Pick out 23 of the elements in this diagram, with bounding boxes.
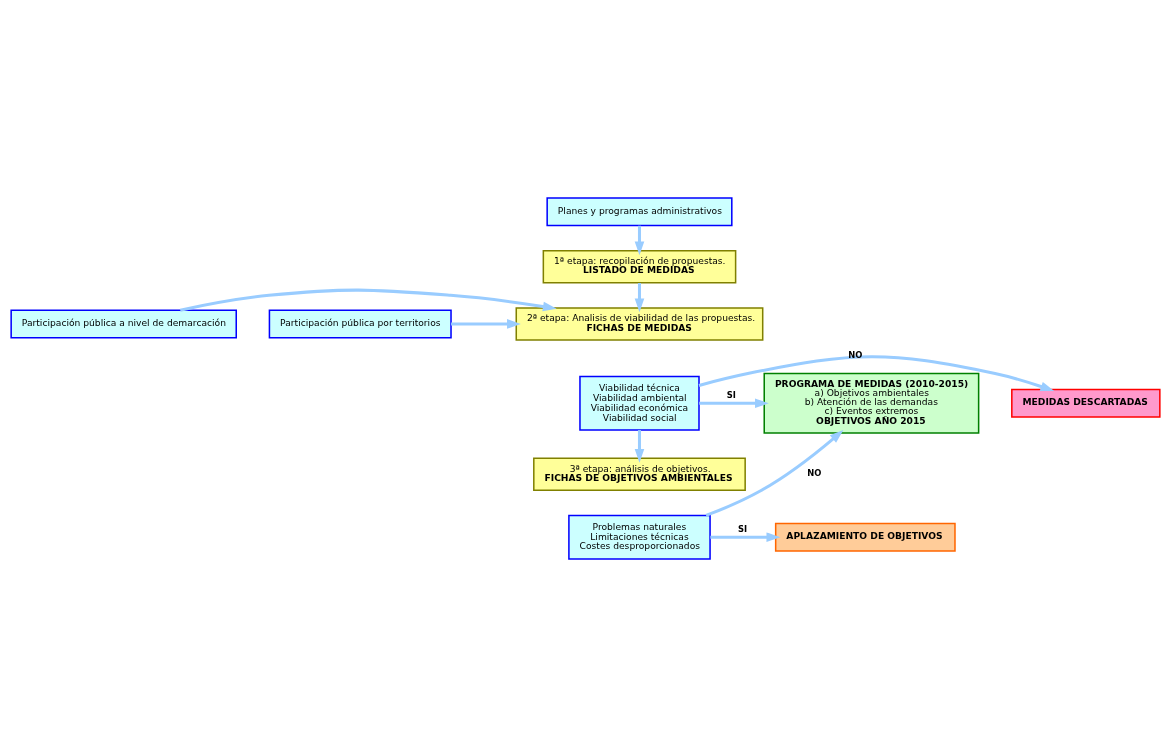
arrow: [705, 429, 844, 517]
arrow: [451, 318, 521, 329]
arrow: [710, 531, 781, 542]
arrow: [634, 282, 645, 312]
edge-label: NO: [848, 349, 863, 360]
node-box: APLAZAMIENTO DE OBJETIVOS: [774, 522, 956, 552]
arrow: [699, 398, 769, 408]
arrow: [698, 354, 1055, 391]
node-box: 1ª etapa: recopilación de propuestas. LISTADO DE MEDIDAS: [542, 249, 737, 283]
arrow: [179, 288, 557, 312]
edge-label: SI: [737, 523, 748, 534]
node-box: Planes y programas administrativos: [546, 196, 733, 226]
node-box: Participación pública por territorios: [268, 308, 452, 338]
node-box: 2ª etapa: Analisis de viabilidad de las propuestas. FICHAS DE MEDIDAS: [515, 306, 764, 341]
node-box: Problemas naturales Limitaciones técnicas Costes desproporcionados: [568, 514, 711, 560]
edge-label: NO: [807, 467, 822, 478]
node-box: 3ª etapa: análisis de objetivos. FICHAS DE OBJETIVOS AMBIENTALES: [533, 456, 746, 491]
edge-label: SI: [726, 389, 736, 400]
node-box: Participación pública a nivel de demarcación: [10, 308, 237, 338]
node-box: Viabilidad técnica Viabilidad ambiental Viabilidad económica Viabilidad social: [579, 375, 700, 431]
node-box: PROGRAMA DE MEDIDAS (2010-2015) a) Objetivos ambientales b) Atención de las demandas c) Eventos extremos OBJETIVOS AÑO 2015: [763, 372, 980, 434]
node-box: MEDIDAS DESCARTADAS: [1011, 388, 1161, 418]
arrow: [634, 429, 645, 463]
